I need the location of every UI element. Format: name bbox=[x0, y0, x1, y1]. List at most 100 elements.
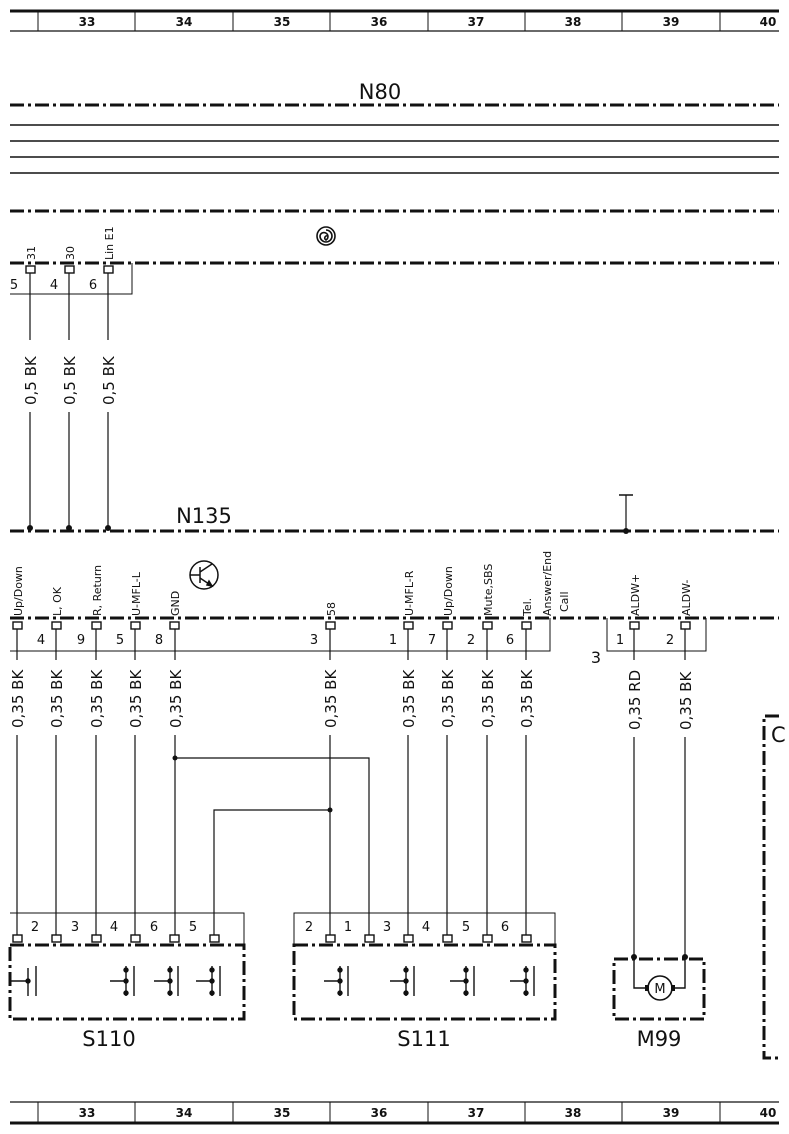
n135-pin-aldw-minus: ALDW- 2 0,35 BK bbox=[666, 579, 695, 960]
signal-label: ALDW- bbox=[680, 579, 693, 616]
s111-switch-block: 2 1 3 4 5 6 S111 bbox=[292, 912, 557, 1051]
signal-label: GND bbox=[169, 591, 182, 616]
signal-label: R, Return bbox=[91, 565, 104, 616]
signal-label: 58 bbox=[325, 602, 338, 616]
switch-icon bbox=[154, 966, 179, 996]
n135-pin-tel: Tel. Answer/End Call 6 0,35 BK bbox=[506, 551, 571, 935]
n135-pin-u-mfl-r: U-MFL-R 1 0,35 BK bbox=[389, 570, 418, 935]
s110-pin-number: 2 bbox=[31, 920, 39, 935]
s111-pin-number: 2 bbox=[305, 920, 313, 935]
signal-label: L, OK bbox=[51, 586, 64, 616]
pin-number: 5 bbox=[116, 633, 124, 648]
s110-label: S110 bbox=[82, 1027, 135, 1051]
s111-pin-number: 3 bbox=[383, 920, 391, 935]
signal-label: Lin E1 bbox=[103, 226, 116, 260]
bottom-ruler: 33 34 35 36 37 38 39 40 bbox=[10, 1101, 779, 1125]
n135-pin-r-return: R, Return 5 0,35 BK bbox=[88, 565, 124, 935]
column-36: 36 bbox=[371, 15, 388, 29]
pin-number: 6 bbox=[506, 633, 514, 648]
s111-pin-number: 4 bbox=[422, 920, 430, 935]
switch-icon bbox=[450, 966, 475, 996]
column-33: 33 bbox=[79, 1106, 96, 1120]
n80-module: N80 bbox=[10, 80, 779, 295]
m99-label: M99 bbox=[637, 1027, 682, 1051]
switch-icon bbox=[196, 966, 221, 996]
n135-pin-gnd: GND 0,35 BK bbox=[167, 591, 185, 935]
switch-icon bbox=[10, 966, 37, 996]
pin-number: 8 bbox=[155, 633, 163, 648]
wire-label: 0,35 RD bbox=[626, 670, 644, 730]
partial-component-label: C bbox=[771, 723, 786, 747]
signal-label: U-MFL-L bbox=[130, 571, 143, 616]
wire-label: 0,35 BK bbox=[518, 669, 536, 728]
s111-pin-number: 5 bbox=[462, 920, 470, 935]
switch-icon bbox=[324, 966, 349, 996]
signal-label: ALDW+ bbox=[629, 574, 642, 616]
column-35: 35 bbox=[274, 15, 291, 29]
wire-label: 0,35 BK bbox=[127, 669, 145, 728]
n80-pin-30: 30 4 0,5 BK bbox=[50, 246, 79, 531]
column-39: 39 bbox=[663, 1106, 680, 1120]
wire-label: 0,35 BK bbox=[48, 669, 66, 728]
s110-pin-number: 4 bbox=[110, 920, 118, 935]
column-34: 34 bbox=[176, 15, 193, 29]
cross-wires bbox=[175, 757, 370, 935]
wire-label: 0,35 BK bbox=[400, 669, 418, 728]
wire-label: 0,35 BK bbox=[439, 669, 457, 728]
n80-pin-31: 31 5 0,5 BK bbox=[10, 246, 40, 531]
pin-number: 1 bbox=[389, 633, 397, 648]
wire-label: 0,35 BK bbox=[677, 671, 695, 730]
wire-label: 0,35 BK bbox=[322, 669, 340, 728]
wire-label: 0,5 BK bbox=[100, 355, 118, 405]
wire-label: 0,35 BK bbox=[88, 669, 106, 728]
n135-label: N135 bbox=[176, 504, 232, 528]
n135-pin-u-mfl-l: U-MFL-L 8 0,35 BK bbox=[127, 571, 163, 935]
column-39: 39 bbox=[663, 15, 680, 29]
s110-pin-number: 3 bbox=[71, 920, 79, 935]
column-40: 40 bbox=[760, 15, 777, 29]
pin-number: 2 bbox=[666, 633, 674, 648]
signal-label-line2: Answer/End bbox=[541, 551, 554, 616]
pin-number: 7 bbox=[428, 633, 436, 648]
column-34: 34 bbox=[176, 1106, 193, 1120]
column-38: 38 bbox=[565, 15, 582, 29]
wire-label: 0,35 BK bbox=[479, 669, 497, 728]
pin-number: 4 bbox=[50, 278, 58, 293]
signal-label: U-MFL-R bbox=[403, 570, 416, 616]
pin-number: 6 bbox=[89, 278, 97, 293]
partial-component-c: C bbox=[762, 714, 786, 1060]
signal-label: 30 bbox=[64, 246, 77, 260]
n135-pin-mute-sbs: Mute,SBS 2 0,35 BK bbox=[467, 564, 497, 935]
pin-number: 5 bbox=[10, 278, 18, 293]
column-37: 37 bbox=[468, 1106, 485, 1120]
column-40: 40 bbox=[760, 1106, 777, 1120]
connector-3-label: 3 bbox=[591, 648, 601, 667]
signal-label: Tel. bbox=[521, 598, 534, 617]
s111-pin-number: 1 bbox=[344, 920, 352, 935]
column-38: 38 bbox=[565, 1106, 582, 1120]
spiral-icon bbox=[316, 226, 336, 246]
n135-pin-l-ok: L, OK 9 0,35 BK bbox=[48, 586, 85, 935]
motor-symbol: M bbox=[654, 982, 665, 997]
s110-pin-number: 5 bbox=[189, 920, 197, 935]
s110-pin-number: 6 bbox=[150, 920, 158, 935]
signal-label: Up/Down bbox=[442, 566, 455, 616]
pin-number: 1 bbox=[616, 633, 624, 648]
pin-number: 9 bbox=[77, 633, 85, 648]
n135-pin-aldw-plus: ALDW+ 1 0,35 RD bbox=[616, 574, 644, 960]
column-35: 35 bbox=[274, 1106, 291, 1120]
wire-label: 0,5 BK bbox=[22, 355, 40, 405]
wire-label: 0,5 BK bbox=[61, 355, 79, 405]
n80-label: N80 bbox=[359, 80, 401, 104]
transistor-icon bbox=[189, 560, 219, 590]
n135-module: N135 3 bbox=[10, 494, 779, 667]
switch-icon bbox=[510, 966, 535, 996]
n135-pin-58: 58 3 0,35 BK bbox=[310, 602, 340, 935]
switch-icon bbox=[390, 966, 415, 996]
wire-label: 0,35 BK bbox=[167, 669, 185, 728]
column-36: 36 bbox=[371, 1106, 388, 1120]
switch-icon bbox=[110, 966, 135, 996]
wire-label: 0,35 BK bbox=[9, 669, 27, 728]
signal-label: 31 bbox=[25, 246, 38, 260]
